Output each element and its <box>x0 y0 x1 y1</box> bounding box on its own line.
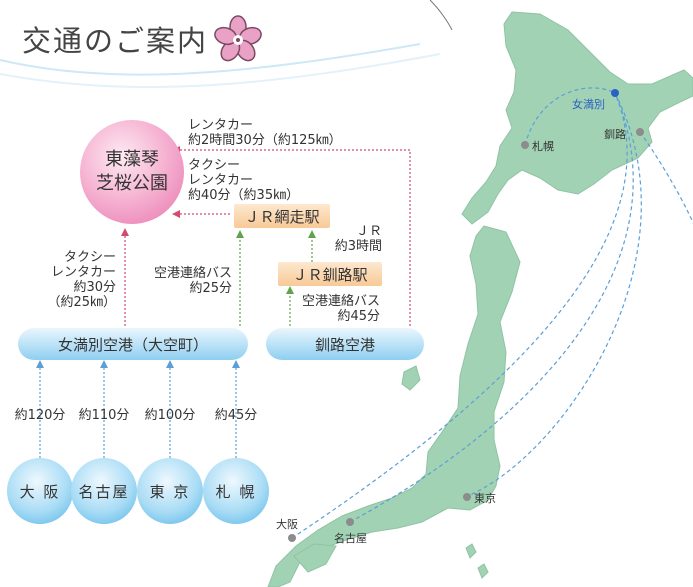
nagoya-dot <box>346 518 354 526</box>
arrow-head <box>236 230 244 238</box>
arrow-head <box>100 360 108 368</box>
route-note-memanbetsu-to-park: タクシー レンタカー 約30分 （約25㎞） <box>47 250 116 310</box>
destination-name-line2: 芝桜公園 <box>96 173 168 194</box>
flight-time-tokyo: 約100分 <box>144 408 196 423</box>
route-note-memanbetsu-bus: 空港連絡バス 約25分 <box>153 266 232 296</box>
flight-route-kushiro <box>639 131 693 224</box>
decor-line <box>429 0 453 31</box>
flight-arrows <box>39 366 237 458</box>
flight-time-osaka: 約120分 <box>14 408 66 423</box>
sapporo-dot <box>521 141 529 149</box>
map-label-sapporo: 札幌 <box>532 140 554 153</box>
origin-osaka: 大 阪 <box>7 458 73 524</box>
hokkaido-landmass <box>461 11 693 225</box>
flight-route-tokyo <box>464 92 642 498</box>
flight-time-sapporo: 約45分 <box>214 408 258 423</box>
arrow-head <box>308 230 316 238</box>
route-note-abashiri-to-park: タクシー レンタカー 約40分（約35㎞） <box>188 158 300 203</box>
izu-island <box>477 563 489 579</box>
flight-routes <box>291 87 693 539</box>
arrow-head <box>286 286 294 294</box>
airport-kushiro: 釧路空港 <box>266 328 424 360</box>
shikoku-landmass <box>293 543 337 573</box>
flight-time-nagoya: 約110分 <box>78 408 130 423</box>
memanbetsu-dot <box>611 89 619 97</box>
arrow-head <box>172 210 180 218</box>
tokyo-dot <box>463 493 471 501</box>
origin-tokyo: 東 京 <box>137 458 203 524</box>
arrow-head <box>166 360 174 368</box>
honshu-landmass <box>267 225 521 587</box>
station-jr-kushiro: ＪＲ釧路駅 <box>278 262 382 286</box>
route-note-kushiro-to-park: レンタカー 約2時間30分（約125㎞） <box>188 118 342 148</box>
wave-line <box>0 53 441 89</box>
map-label-osaka: 大阪 <box>276 518 298 531</box>
station-jr-abashiri: ＪＲ網走駅 <box>234 204 330 228</box>
flight-route-nagoya <box>349 92 634 523</box>
airport-memanbetsu: 女満別空港（大空町） <box>18 328 248 360</box>
route-kushiro-to-park <box>178 149 411 326</box>
map-label-tokyo: 東京 <box>474 492 496 505</box>
page-title: 交通のご案内 <box>22 24 209 58</box>
izu-island <box>465 543 477 559</box>
kushiro-dot <box>636 128 644 136</box>
arrow-head <box>36 360 44 368</box>
osaka-dot <box>288 534 296 542</box>
destination-name-line1: 東藻琴 <box>105 149 159 170</box>
arrow-head <box>232 360 240 368</box>
destination-circle: 東藻琴 芝桜公園 <box>80 120 184 224</box>
arrow-head <box>121 228 129 236</box>
origin-sapporo: 札 幌 <box>203 458 269 524</box>
map-label-nagoya: 名古屋 <box>334 532 367 545</box>
wave-line <box>0 43 421 76</box>
flight-route-osaka <box>291 92 628 539</box>
sado-island <box>401 365 421 391</box>
flight-route-sapporo <box>524 87 616 146</box>
route-note-kushiro-bus: 空港連絡バス 約45分 <box>301 294 380 324</box>
sakura-flower-icon <box>214 15 262 62</box>
map-label-memanbetsu: 女満別 <box>572 98 605 111</box>
route-note-kushiro-jr: ＪＲ 約3時間 <box>334 224 382 254</box>
origin-nagoya: 名古屋 <box>71 458 137 524</box>
map-label-kushiro: 釧路 <box>604 128 626 141</box>
